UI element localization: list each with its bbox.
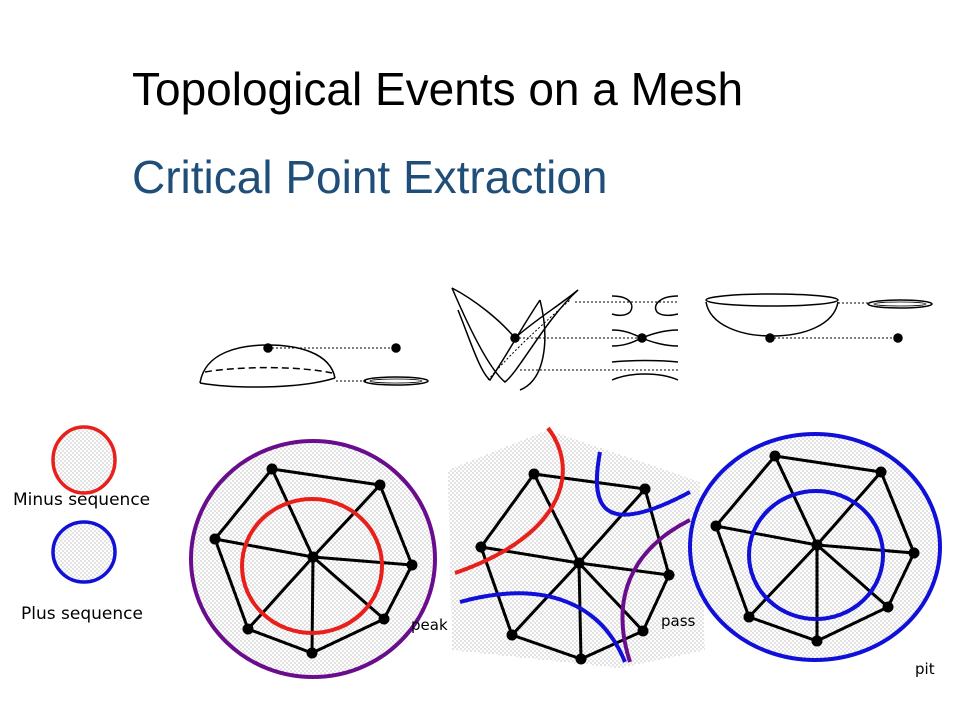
- slide-title: Topological Events on a Mesh: [132, 63, 744, 115]
- pass-plus-curve-right: [594, 451, 691, 517]
- peak-label: peak: [411, 616, 448, 634]
- peak-minus-ring: [240, 497, 384, 635]
- peak-projection-dot: [391, 343, 401, 353]
- pass-mesh-panel: [448, 426, 705, 668]
- pit-mesh-panel: [688, 432, 942, 662]
- peak-point-dot: [263, 343, 273, 353]
- saddle-point-dot: [510, 333, 520, 343]
- minus-sequence-legend-circle: [51, 425, 117, 495]
- saddle-sketch: [451, 287, 679, 391]
- pit-point-dot: [765, 333, 775, 343]
- pit-bowl-sketch: [705, 293, 933, 343]
- pass-plus-curve-bottom: [459, 591, 627, 663]
- saddle-projection-dot: [637, 333, 647, 343]
- pass-label: pass: [661, 612, 696, 630]
- plus-sequence-legend-circle: [51, 520, 117, 584]
- pit-label: pit: [915, 660, 935, 678]
- slide-subtitle: Critical Point Extraction: [132, 151, 608, 203]
- pass-boundary-curve: [620, 518, 691, 663]
- pass-minus-curve-left: [454, 426, 565, 575]
- pit-projection-dot: [893, 333, 903, 343]
- plus-sequence-label: Plus sequence: [21, 604, 143, 624]
- peak-mesh-panel: [189, 439, 437, 679]
- peak-dome-sketch: [199, 343, 429, 388]
- pit-plus-ring: [747, 489, 885, 621]
- minus-sequence-label: Minus sequence: [13, 490, 151, 510]
